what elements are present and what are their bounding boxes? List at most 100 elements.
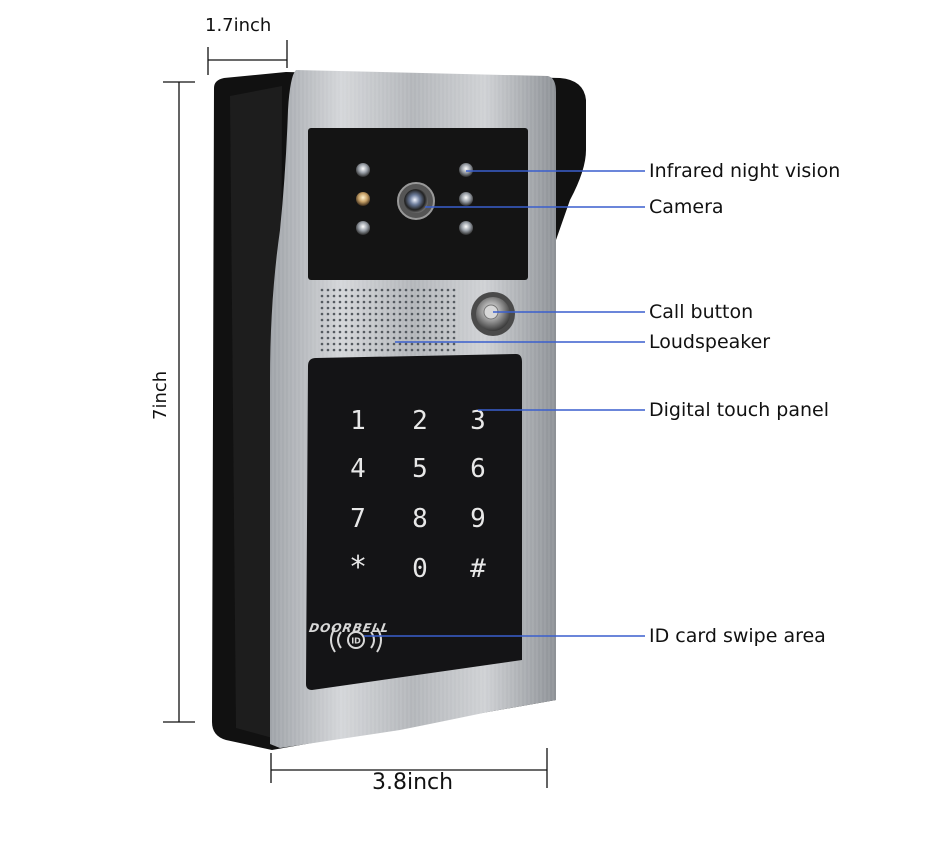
speaker-hole xyxy=(338,324,342,328)
speaker-hole xyxy=(404,348,408,352)
speaker-hole xyxy=(362,324,366,328)
speaker-hole xyxy=(452,300,456,304)
speaker-hole xyxy=(404,342,408,346)
speaker-grille xyxy=(320,288,456,352)
speaker-hole xyxy=(428,288,432,292)
speaker-hole xyxy=(326,294,330,298)
brand-logo: DOORBELL xyxy=(308,621,391,635)
speaker-hole xyxy=(332,324,336,328)
keypad-key-2[interactable]: 2 xyxy=(412,406,428,436)
speaker-hole xyxy=(338,330,342,334)
keypad-key-7[interactable]: 7 xyxy=(350,504,366,534)
speaker-hole xyxy=(428,330,432,334)
speaker-hole xyxy=(362,312,366,316)
speaker-hole xyxy=(326,300,330,304)
speaker-hole xyxy=(362,294,366,298)
speaker-hole xyxy=(410,294,414,298)
height-label: 7inch xyxy=(150,370,171,420)
speaker-hole xyxy=(374,324,378,328)
keypad-key-3[interactable]: 3 xyxy=(470,406,486,436)
speaker-hole xyxy=(332,336,336,340)
speaker-hole xyxy=(326,306,330,310)
speaker-hole xyxy=(434,294,438,298)
keypad-panel[interactable] xyxy=(306,354,522,690)
speaker-hole xyxy=(446,300,450,304)
speaker-hole xyxy=(398,348,402,352)
speaker-hole xyxy=(320,330,324,334)
speaker-hole xyxy=(416,312,420,316)
speaker-hole xyxy=(422,312,426,316)
speaker-hole xyxy=(380,306,384,310)
depth-label: 1.7inch xyxy=(205,15,272,36)
speaker-hole xyxy=(338,306,342,310)
speaker-hole xyxy=(362,306,366,310)
speaker-hole xyxy=(410,342,414,346)
speaker-hole xyxy=(374,330,378,334)
speaker-hole xyxy=(452,324,456,328)
speaker-hole xyxy=(326,342,330,346)
speaker-hole xyxy=(434,288,438,292)
keypad-key-6[interactable]: 6 xyxy=(470,454,486,484)
ir-led-icon xyxy=(356,163,370,177)
keypad-key-4[interactable]: 4 xyxy=(350,454,366,484)
speaker-hole xyxy=(440,324,444,328)
speaker-hole xyxy=(428,348,432,352)
speaker-hole xyxy=(344,324,348,328)
speaker-hole xyxy=(422,330,426,334)
speaker-hole xyxy=(398,294,402,298)
speaker-hole xyxy=(416,342,420,346)
speaker-hole xyxy=(380,300,384,304)
keypad-key-1[interactable]: 1 xyxy=(350,406,366,436)
speaker-hole xyxy=(350,300,354,304)
speaker-hole xyxy=(338,312,342,316)
speaker-hole xyxy=(326,336,330,340)
speaker-hole xyxy=(416,306,420,310)
speaker-hole xyxy=(398,324,402,328)
speaker-hole xyxy=(440,342,444,346)
speaker-hole xyxy=(386,336,390,340)
keypad-key-0[interactable]: 0 xyxy=(412,554,428,584)
keypad-key-8[interactable]: 8 xyxy=(412,504,428,534)
keypad-key-hash[interactable]: # xyxy=(470,554,486,584)
speaker-hole xyxy=(368,336,372,340)
speaker-hole xyxy=(446,342,450,346)
ir-led-icon xyxy=(356,192,370,206)
callout-camera-label: Camera xyxy=(649,196,724,218)
speaker-hole xyxy=(380,336,384,340)
keypad-key-star[interactable]: * xyxy=(349,550,367,585)
speaker-hole xyxy=(404,318,408,322)
keypad-key-5[interactable]: 5 xyxy=(412,454,428,484)
speaker-hole xyxy=(374,294,378,298)
speaker-hole xyxy=(440,348,444,352)
speaker-hole xyxy=(392,306,396,310)
speaker-hole xyxy=(344,294,348,298)
speaker-hole xyxy=(326,312,330,316)
speaker-hole xyxy=(392,300,396,304)
speaker-hole xyxy=(446,324,450,328)
width-label: 3.8inch xyxy=(372,770,454,795)
speaker-hole xyxy=(320,348,324,352)
speaker-hole xyxy=(446,330,450,334)
speaker-hole xyxy=(440,306,444,310)
speaker-hole xyxy=(428,306,432,310)
keypad-keys: 1 2 3 4 5 6 7 8 9 * 0 # xyxy=(349,406,486,585)
speaker-hole xyxy=(446,306,450,310)
speaker-hole xyxy=(356,294,360,298)
keypad-key-9[interactable]: 9 xyxy=(470,504,486,534)
ir-led-icon xyxy=(459,192,473,206)
speaker-hole xyxy=(386,318,390,322)
speaker-hole xyxy=(356,318,360,322)
speaker-hole xyxy=(350,306,354,310)
speaker-hole xyxy=(392,288,396,292)
speaker-hole xyxy=(410,348,414,352)
speaker-hole xyxy=(380,342,384,346)
speaker-hole xyxy=(452,318,456,322)
speaker-hole xyxy=(350,312,354,316)
speaker-hole xyxy=(356,324,360,328)
depth-dimension xyxy=(207,40,288,75)
speaker-hole xyxy=(416,336,420,340)
speaker-hole xyxy=(386,300,390,304)
speaker-hole xyxy=(446,348,450,352)
